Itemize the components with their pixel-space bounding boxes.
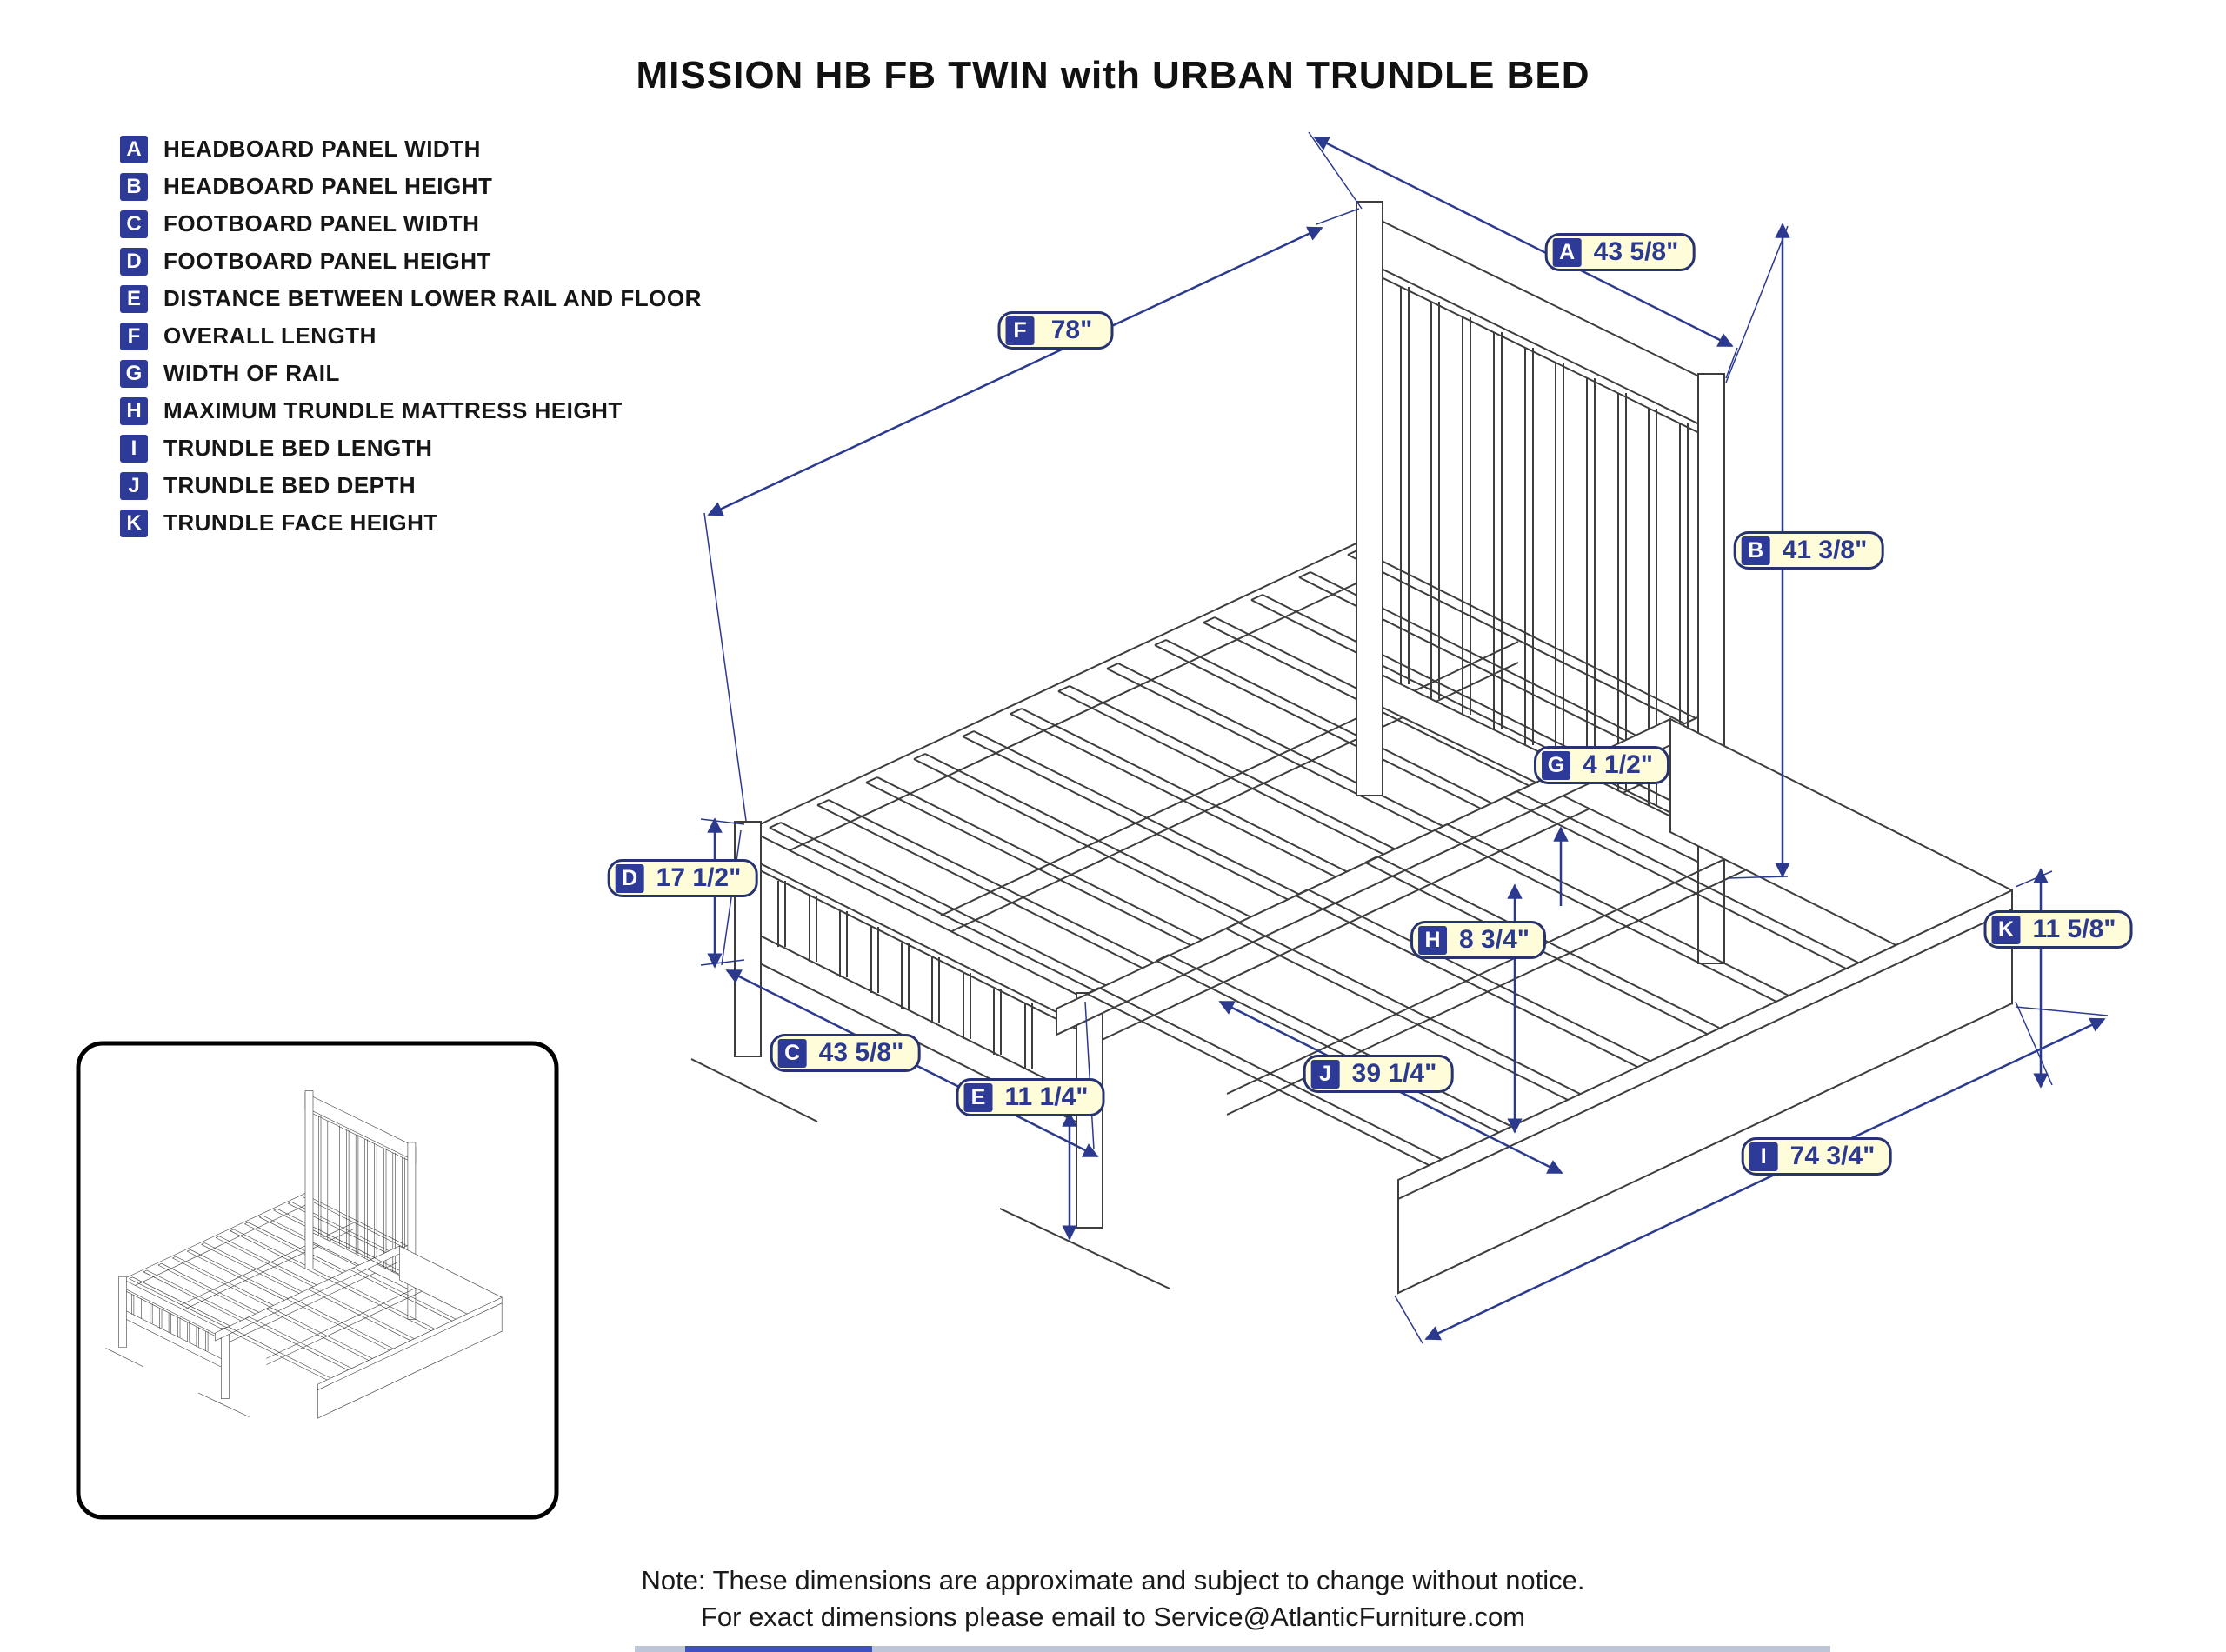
extension-lines bbox=[700, 131, 2109, 1344]
legend: A HEADBOARD PANEL WIDTH B HEADBOARD PANE… bbox=[120, 130, 702, 542]
dim-value-a: 43 5/8" bbox=[1593, 237, 1679, 266]
legend-row-e: E DISTANCE BETWEEN LOWER RAIL AND FLOOR bbox=[120, 280, 702, 317]
dim-value-f: 78" bbox=[1050, 316, 1093, 344]
trundle-bed bbox=[1056, 717, 2013, 1295]
legend-badge-c: C bbox=[120, 210, 148, 238]
legend-row-j: J TRUNDLE BED DEPTH bbox=[120, 467, 702, 504]
legend-label-b: HEADBOARD PANEL HEIGHT bbox=[163, 173, 493, 199]
legend-badge-i: I bbox=[120, 434, 148, 463]
dim-label-j: J 39 1/4" bbox=[1303, 1055, 1454, 1093]
dim-label-d: D 17 1/2" bbox=[607, 859, 758, 897]
legend-label-c: FOOTBOARD PANEL WIDTH bbox=[163, 210, 480, 236]
dim-value-c: 43 5/8" bbox=[818, 1038, 904, 1067]
legend-badge-f: F bbox=[120, 322, 148, 350]
legend-badge-h: H bbox=[120, 396, 148, 425]
dim-badge-k: K bbox=[1991, 915, 2021, 944]
dim-value-h: 8 3/4" bbox=[1459, 925, 1530, 954]
legend-row-i: I TRUNDLE BED LENGTH bbox=[120, 430, 702, 467]
footer-bar-highlight bbox=[685, 1646, 872, 1652]
dim-value-d: 17 1/2" bbox=[656, 863, 742, 892]
inset-thumbnail bbox=[76, 1041, 559, 1520]
dim-label-h: H 8 3/4" bbox=[1410, 921, 1546, 959]
legend-row-h: H MAXIMUM TRUNDLE MATTRESS HEIGHT bbox=[120, 392, 702, 430]
legend-label-a: HEADBOARD PANEL WIDTH bbox=[163, 136, 481, 162]
note-line-2: For exact dimensions please email to Ser… bbox=[700, 1602, 1526, 1632]
dimension-lines bbox=[700, 131, 2109, 1344]
legend-label-j: TRUNDLE BED DEPTH bbox=[163, 472, 417, 498]
footboard bbox=[734, 821, 1103, 1229]
dim-badge-h: H bbox=[1418, 925, 1448, 955]
legend-label-h: MAXIMUM TRUNDLE MATTRESS HEIGHT bbox=[163, 397, 623, 423]
page-title: MISSION HB FB TWIN with URBAN TRUNDLE BE… bbox=[636, 54, 1590, 97]
dim-value-b: 41 3/8" bbox=[1782, 536, 1868, 564]
dim-value-i: 74 3/4" bbox=[1789, 1142, 1876, 1170]
dim-badge-f: F bbox=[1005, 316, 1035, 345]
dim-badge-i: I bbox=[1749, 1142, 1778, 1171]
legend-badge-g: G bbox=[120, 359, 148, 388]
legend-label-i: TRUNDLE BED LENGTH bbox=[163, 435, 433, 461]
dim-label-g: G 4 1/2" bbox=[1534, 746, 1670, 784]
note-line-1: Note: These dimensions are approximate a… bbox=[641, 1565, 1585, 1595]
legend-row-d: D FOOTBOARD PANEL HEIGHT bbox=[120, 243, 702, 280]
dim-badge-e: E bbox=[963, 1082, 993, 1112]
legend-row-k: K TRUNDLE FACE HEIGHT bbox=[120, 504, 702, 542]
legend-label-e: DISTANCE BETWEEN LOWER RAIL AND FLOOR bbox=[163, 285, 702, 311]
bed-drawing bbox=[690, 201, 2013, 1295]
legend-row-b: B HEADBOARD PANEL HEIGHT bbox=[120, 168, 702, 205]
dim-value-k: 11 5/8" bbox=[2032, 915, 2116, 943]
legend-badge-j: J bbox=[120, 471, 148, 500]
legend-badge-e: E bbox=[120, 284, 148, 313]
dim-label-b: B 41 3/8" bbox=[1733, 531, 1884, 570]
legend-label-d: FOOTBOARD PANEL HEIGHT bbox=[163, 248, 491, 274]
dim-badge-j: J bbox=[1310, 1059, 1340, 1089]
note: Note: These dimensions are approximate a… bbox=[0, 1565, 2226, 1633]
dim-value-e: 11 1/4" bbox=[1004, 1082, 1089, 1111]
dim-value-j: 39 1/4" bbox=[1351, 1059, 1437, 1088]
dim-label-i: I 74 3/4" bbox=[1741, 1137, 1892, 1176]
legend-badge-a: A bbox=[120, 135, 148, 163]
legend-label-g: WIDTH OF RAIL bbox=[163, 360, 340, 386]
legend-badge-k: K bbox=[120, 509, 148, 537]
legend-badge-b: B bbox=[120, 172, 148, 201]
dim-label-f: F 78" bbox=[997, 311, 1114, 350]
legend-row-c: C FOOTBOARD PANEL WIDTH bbox=[120, 205, 702, 243]
footer-bar bbox=[635, 1646, 1830, 1652]
legend-row-f: F OVERALL LENGTH bbox=[120, 317, 702, 355]
legend-label-k: TRUNDLE FACE HEIGHT bbox=[163, 510, 438, 536]
legend-row-a: A HEADBOARD PANEL WIDTH bbox=[120, 130, 702, 168]
legend-label-f: OVERALL LENGTH bbox=[163, 323, 377, 349]
dim-badge-g: G bbox=[1542, 750, 1571, 780]
dim-label-k: K 11 5/8" bbox=[1983, 910, 2133, 949]
dim-badge-b: B bbox=[1741, 536, 1770, 565]
dim-badge-c: C bbox=[777, 1038, 807, 1068]
dim-label-c: C 43 5/8" bbox=[770, 1034, 921, 1072]
dim-badge-a: A bbox=[1552, 237, 1582, 267]
dim-label-a: A 43 5/8" bbox=[1544, 233, 1696, 271]
dim-value-g: 4 1/2" bbox=[1583, 750, 1653, 779]
legend-badge-d: D bbox=[120, 247, 148, 276]
dim-badge-d: D bbox=[615, 863, 644, 893]
dim-label-e: E 11 1/4" bbox=[956, 1078, 1105, 1116]
legend-row-g: G WIDTH OF RAIL bbox=[120, 355, 702, 392]
